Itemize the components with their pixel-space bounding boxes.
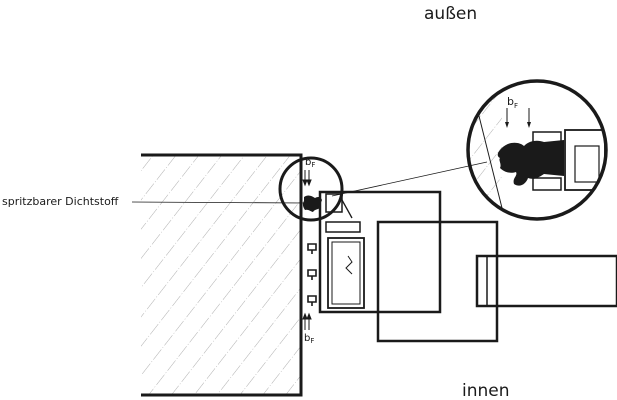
sealant-label: spritzbarer Dichtstoff	[2, 195, 119, 208]
outside-label: außen	[424, 4, 477, 24]
frame-bevel	[341, 199, 353, 219]
detail-leader-line	[331, 161, 488, 197]
sash-profile	[376, 220, 499, 343]
sealant-bead-detail	[497, 140, 564, 186]
joint-width-bottom-label: bF	[304, 333, 314, 345]
detail-highlight-circle	[278, 156, 344, 222]
window-frame	[318, 190, 617, 343]
joint-width-bottom	[302, 312, 312, 330]
wall-anchors	[307, 243, 317, 306]
frame-top-lip	[325, 193, 343, 213]
spring-clip	[345, 255, 353, 275]
sealant-bead	[302, 195, 322, 212]
frame-chamber-inner	[331, 241, 361, 305]
sill-profile	[475, 254, 617, 308]
anchor-2	[307, 269, 317, 280]
detail-magnifier: bF	[466, 79, 608, 221]
anchor-3	[307, 295, 317, 306]
frame-outer-profile	[318, 190, 442, 314]
detail-magnifier-border	[466, 79, 608, 221]
frame-chamber	[327, 237, 365, 309]
joint-width-top	[302, 170, 312, 187]
joint-width-top-label: bF	[305, 157, 315, 169]
detail-joint-width-label: bF	[507, 95, 518, 110]
sealant-leader-line	[131, 201, 305, 204]
anchor-1	[307, 243, 317, 254]
inside-label: innen	[462, 381, 510, 400]
masonry-wall	[141, 153, 303, 397]
frame-strip	[325, 221, 361, 233]
